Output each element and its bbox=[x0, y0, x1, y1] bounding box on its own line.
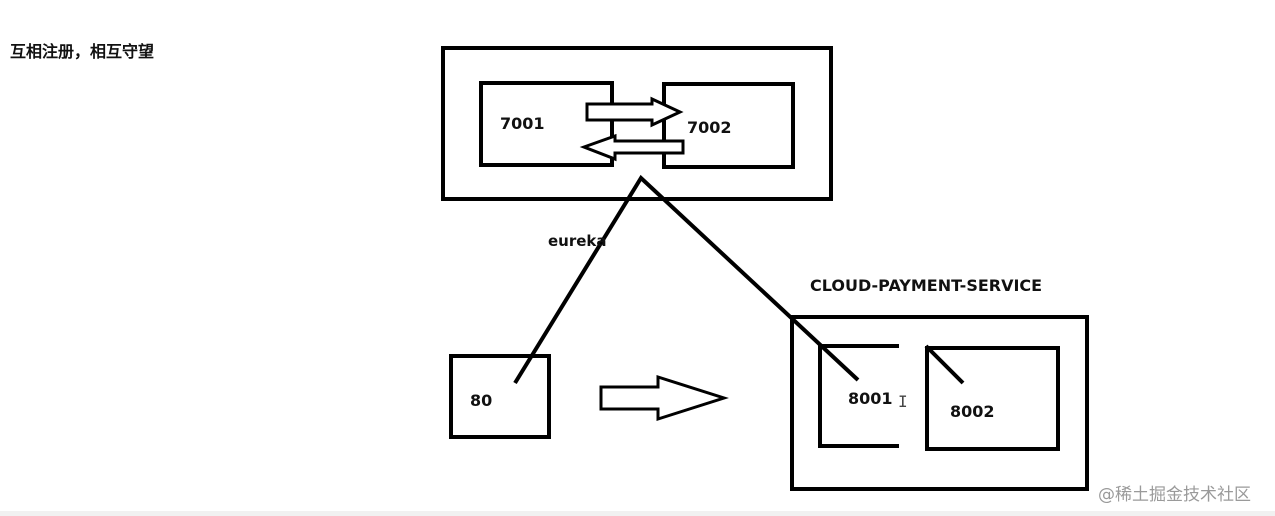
node-8002-box bbox=[925, 346, 1060, 451]
node-8001-box bbox=[818, 344, 899, 448]
consumer-80-label: 80 bbox=[470, 391, 493, 410]
node-8001-label: 8001 bbox=[848, 389, 893, 408]
node-8002-label: 8002 bbox=[950, 402, 995, 421]
node-7002-box bbox=[662, 82, 795, 169]
payment-service-label: CLOUD-PAYMENT-SERVICE bbox=[810, 276, 1043, 295]
text-cursor-icon: I bbox=[898, 392, 908, 411]
connector-line bbox=[513, 174, 860, 385]
eureka-label: eureka bbox=[548, 232, 607, 250]
node-7002-label: 7002 bbox=[687, 118, 732, 137]
connector-line-8002 bbox=[924, 344, 965, 385]
bottom-divider bbox=[0, 511, 1275, 516]
node-7001-box bbox=[479, 81, 614, 167]
payment-service-box bbox=[790, 315, 1089, 491]
register-arrow-right bbox=[585, 96, 684, 128]
page-title: 互相注册，相互守望 bbox=[10, 42, 155, 61]
watermark: @稀土掘金技术社区 bbox=[1098, 485, 1251, 505]
node-7001-label: 7001 bbox=[500, 114, 545, 133]
consumer-80-box bbox=[449, 354, 551, 439]
register-arrow-left bbox=[579, 133, 685, 162]
call-arrow bbox=[599, 374, 729, 422]
eureka-cluster-box bbox=[441, 46, 833, 201]
